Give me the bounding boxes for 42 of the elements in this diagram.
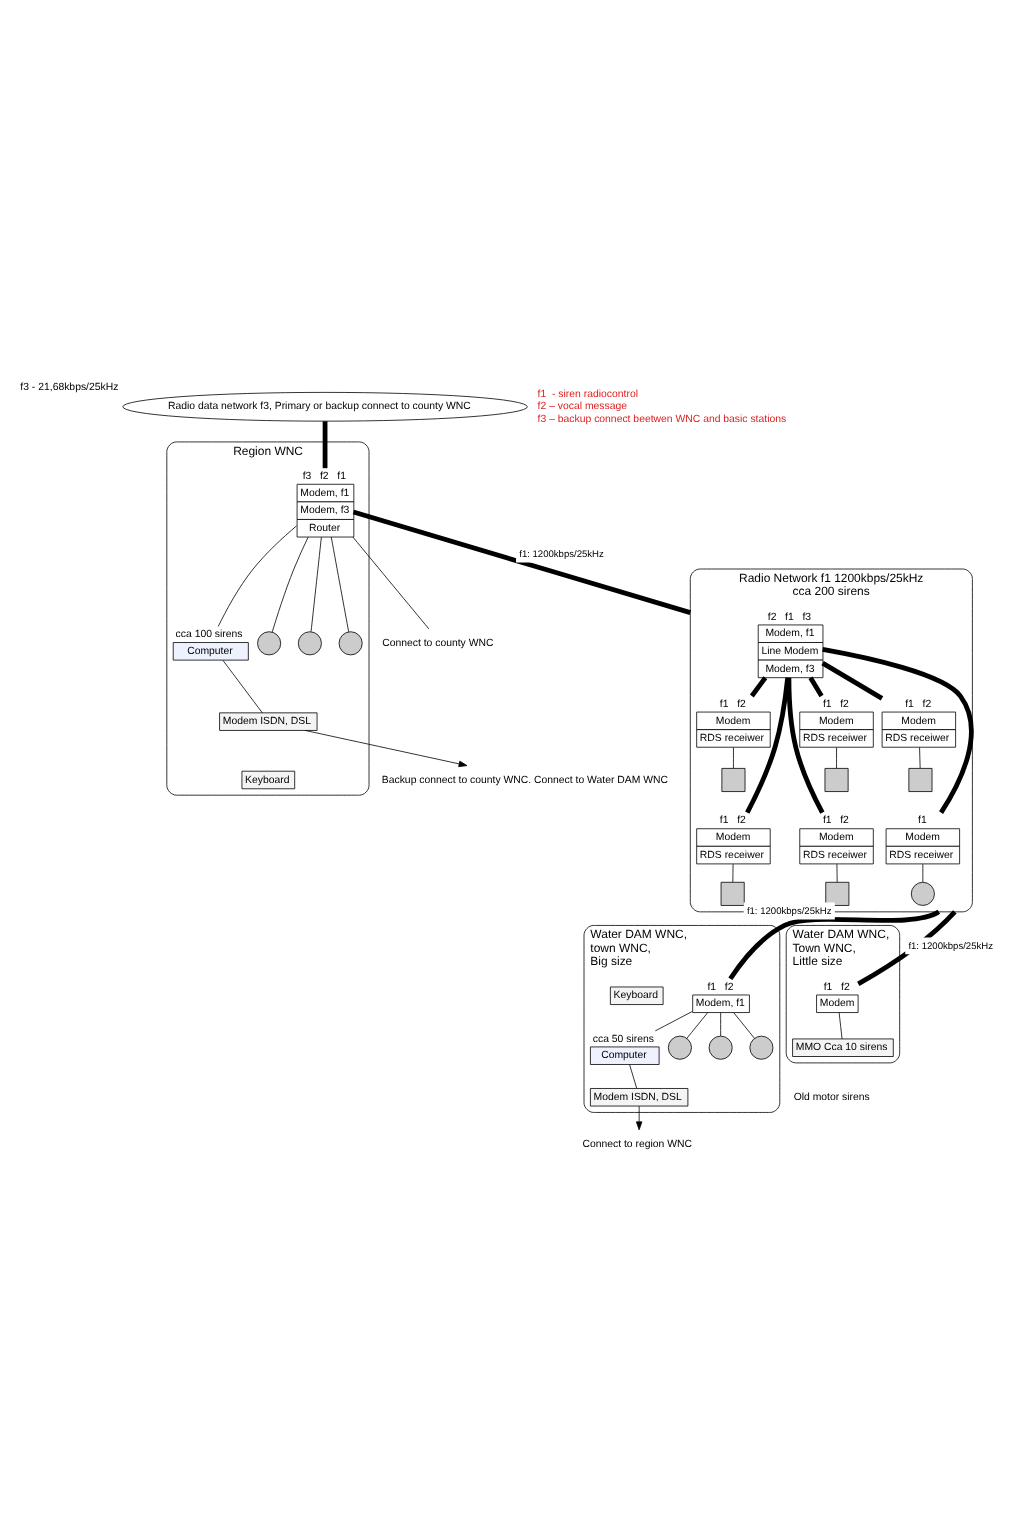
arrow xyxy=(635,1105,643,1131)
node-circle xyxy=(257,631,282,656)
connector xyxy=(821,661,884,701)
connector xyxy=(330,536,350,633)
connector xyxy=(822,647,974,814)
connector xyxy=(733,747,734,769)
connector xyxy=(732,863,734,883)
node-circle xyxy=(708,1035,733,1060)
node-circle xyxy=(667,1035,692,1060)
connector xyxy=(745,677,791,814)
node-box xyxy=(908,768,933,792)
arrow xyxy=(304,730,468,768)
node-circle xyxy=(338,631,363,656)
connector xyxy=(310,536,322,632)
connector xyxy=(271,536,309,633)
connector xyxy=(808,676,824,698)
connector xyxy=(922,863,924,883)
connector xyxy=(857,910,957,986)
connector xyxy=(686,1012,708,1039)
connector xyxy=(720,1012,722,1037)
connector xyxy=(352,536,430,630)
connector xyxy=(786,677,825,814)
node-circle xyxy=(297,631,322,656)
connector xyxy=(836,747,837,769)
connector xyxy=(629,1064,638,1089)
connector xyxy=(654,1011,693,1032)
connector xyxy=(322,421,328,469)
connector xyxy=(919,747,921,769)
connector xyxy=(749,676,768,698)
node-box xyxy=(720,881,745,906)
connector xyxy=(836,863,838,883)
connector xyxy=(733,1012,755,1039)
connector xyxy=(217,525,297,627)
node-box xyxy=(824,768,849,792)
connector xyxy=(352,509,691,615)
connector xyxy=(222,660,263,714)
node-box xyxy=(825,881,850,906)
node-circle xyxy=(749,1035,774,1060)
node-box xyxy=(721,768,746,792)
node-circle xyxy=(910,881,935,906)
connector xyxy=(838,1012,843,1040)
connector xyxy=(728,909,940,981)
